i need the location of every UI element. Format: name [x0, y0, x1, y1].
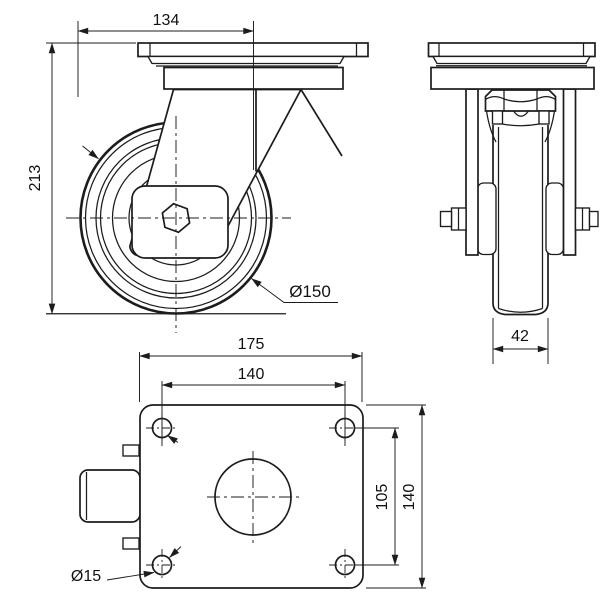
dim-label-134: 134 — [153, 12, 180, 29]
dimension-offset-134: 134 — [77, 12, 254, 170]
hub-cap-right — [545, 182, 565, 256]
dimension-bolt-spacing-140: 140 — [161, 366, 346, 446]
fork-shoulder-right — [544, 110, 556, 143]
top-plate-view: 175 140 105 140 Ø15 — [71, 336, 426, 589]
dimension-plate-height-140: 140 — [366, 404, 426, 589]
fork-leg-left — [465, 88, 479, 256]
hub-cap-left — [476, 182, 497, 256]
front-view: 42 — [427, 42, 599, 364]
side-view: 213 134 Ø150 — [27, 12, 369, 333]
dim-label-140-top: 140 — [238, 366, 265, 383]
leader-wheel-diameter: Ø150 — [82, 145, 338, 303]
kingpin-nut-front — [484, 89, 557, 112]
top-plate-front — [427, 42, 596, 90]
axle-nut-right — [574, 207, 599, 231]
dimension-bolt-spacing-105: 105 — [355, 427, 399, 566]
dim-label-42: 42 — [511, 328, 529, 345]
dim-label-105: 105 — [374, 484, 391, 511]
axle-bolt-left — [439, 207, 467, 231]
fork-leg-tip-bottom — [122, 537, 140, 550]
fork-leg-right — [562, 88, 577, 256]
leader-bolt-hole-diameter: Ø15 — [71, 435, 182, 585]
bearing-seat — [491, 110, 550, 127]
wheel-top-view — [79, 469, 141, 523]
dim-label-dia150: Ø150 — [289, 282, 331, 301]
top-plate-side — [137, 42, 369, 90]
tire-front — [492, 125, 549, 316]
dim-label-175: 175 — [238, 336, 265, 353]
dimension-plate-width-175: 175 — [139, 336, 363, 402]
mounting-plate — [139, 404, 364, 589]
fork-far-leg-edge — [300, 89, 343, 157]
dim-label-dia15: Ø15 — [71, 568, 101, 585]
dim-label-213: 213 — [27, 165, 44, 192]
dimension-wheel-width-42: 42 — [492, 318, 549, 364]
fork-shoulder-left — [485, 110, 497, 143]
dimension-height-213: 213 — [27, 42, 136, 315]
dim-label-140-right: 140 — [401, 484, 418, 511]
swivel-housing-front — [430, 66, 595, 90]
fork-leg-tip-top — [122, 444, 140, 457]
